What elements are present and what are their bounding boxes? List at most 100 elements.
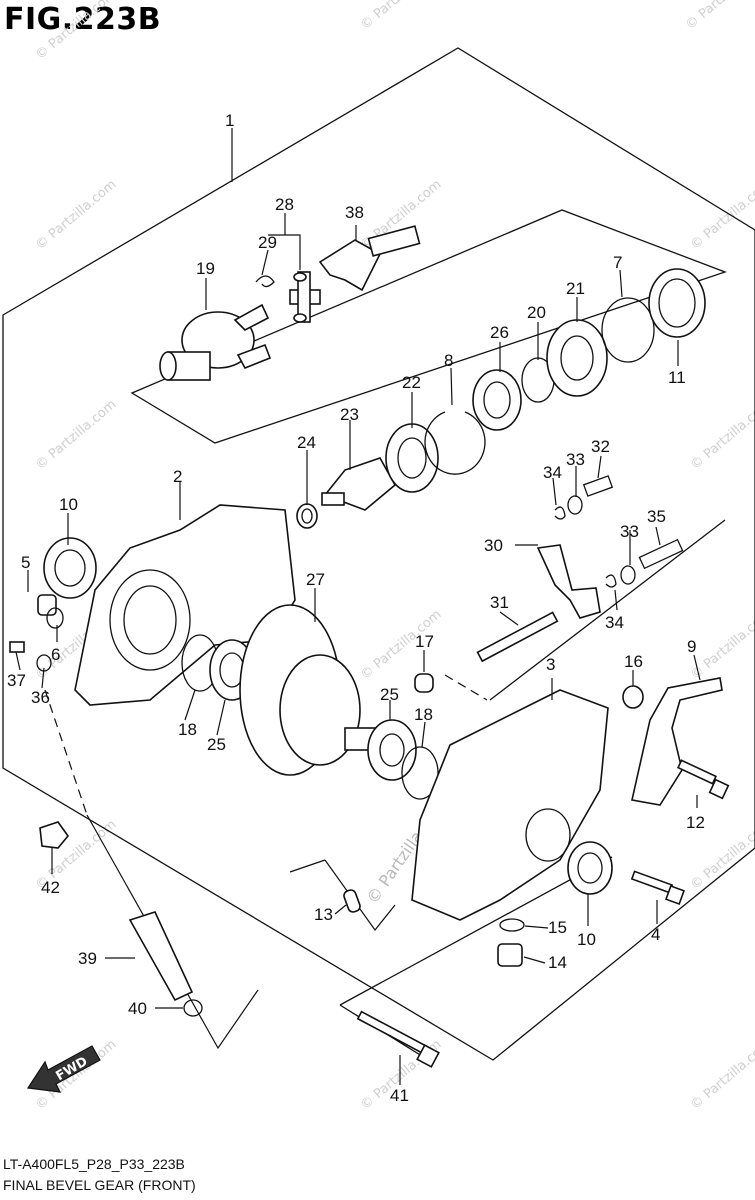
spring-part [582,475,614,497]
diagram-code: LT-A400FL5_P28_P33_223B [3,1156,185,1172]
oil-seal-part [43,537,97,599]
gasket-washer-part [46,607,64,629]
callout-label: 13 [314,905,333,924]
callout-label: 23 [340,405,359,424]
callout-label: 4 [651,925,660,944]
gasket-part [499,918,525,932]
watermark-text: © Partzilla.com [33,0,119,63]
callout-label: 25 [380,685,399,704]
retaining-ring-part [567,495,583,515]
fork-shaft-part [476,611,559,663]
differential-ring-gear-part [239,604,376,776]
figure-title: FIG.223B [4,2,162,37]
callout-label: 33 [620,522,639,541]
callout-label: 29 [258,233,277,252]
callout-label: 30 [484,536,503,555]
callout-label: 34 [543,463,562,482]
callout-label: 36 [31,688,50,707]
callout-label: 11 [668,368,686,387]
callout-label: 14 [548,953,567,972]
boot-clamp-part [183,999,203,1017]
callout-label: 24 [297,433,316,452]
watermark-text: © Partzilla.com [33,397,119,473]
callout-label: 35 [647,507,666,526]
callout-label: 33 [566,450,585,469]
pinion-collar-part [472,369,522,431]
circlip-part [601,297,655,363]
bracket-part [631,677,723,806]
watermark-text: © Partzilla.com [688,177,755,253]
nut-part [39,821,70,849]
rear-gear-case-part [411,689,609,921]
circlip-part [605,574,617,588]
callout-label: 31 [490,593,509,612]
callout-label: 3 [546,655,555,674]
callout-label: 25 [207,735,226,754]
callout-label: 42 [41,878,60,897]
watermark-text: © Partzilla.com [688,1037,755,1113]
snap-ring-part [424,411,486,475]
callout-label: 20 [527,303,546,322]
callout-label: 12 [686,813,705,832]
ball-bearing-part [546,319,608,397]
bolt-part [356,1010,440,1068]
callout-label: 15 [548,918,567,937]
callout-label: 28 [275,195,294,214]
callout-label: 19 [196,259,215,278]
callout-label: 39 [78,949,97,968]
callout-label: 40 [128,999,147,1018]
shift-fork-part [536,544,601,619]
callout-label: 1 [225,111,234,130]
parts-layer: FWD [9,225,730,1093]
oil-seal-part [567,841,613,895]
needle-bearing-part [296,503,318,529]
universal-joint-spider-part [289,271,321,323]
callout-label: 21 [566,279,585,298]
callout-label: 34 [605,613,624,632]
yoke-flange-part [159,303,272,381]
callout-label: 37 [7,671,26,690]
differential-bearing-part [367,719,417,781]
callout-label: 5 [21,553,30,572]
callout-label: 18 [178,720,197,739]
diagram-name: FINAL BEVEL GEAR (FRONT) [3,1177,196,1193]
callout-label: 16 [624,652,643,671]
callout-label: 8 [444,351,453,370]
callout-label: 38 [345,203,364,222]
callout-label: 41 [390,1086,409,1105]
boot-part [128,911,194,1002]
callout-labels: 1 2 3 4 5 6 7 8 9 10 10 11 12 13 14 15 1… [7,111,705,1105]
circlip-part [554,506,566,520]
oil-seal-part [648,268,706,338]
callout-label: 18 [414,705,433,724]
callout-label: 9 [687,637,696,656]
callout-label: 2 [173,467,182,486]
callout-label: 10 [59,495,78,514]
watermark-text: © Partzilla.com [683,0,755,33]
drain-plug-part [497,943,523,967]
screw-part [9,641,25,653]
plug-bolt-part [37,594,57,616]
callout-label: 6 [51,645,60,664]
yoke-shaft-part [318,225,421,292]
drive-pinion-part [321,457,397,511]
leader-lines [15,128,701,1085]
spring-part [638,538,684,570]
callout-label: 22 [402,373,421,392]
plug-part [414,673,434,693]
callout-label: 32 [591,437,610,456]
callout-label: 17 [415,632,434,651]
watermark-text: © Partzilla.com [358,0,444,33]
callout-label: 7 [613,253,622,272]
bolt-part [630,870,685,905]
pinion-bearing-part [385,423,439,493]
bolt-part [677,759,730,800]
watermark-text: © Partzilla.com [33,177,119,253]
circlip-part [255,275,275,288]
front-gear-case-part [74,504,296,706]
dowel-pin-part [343,889,361,913]
callout-label: 10 [577,930,596,949]
callout-label: 27 [306,570,325,589]
